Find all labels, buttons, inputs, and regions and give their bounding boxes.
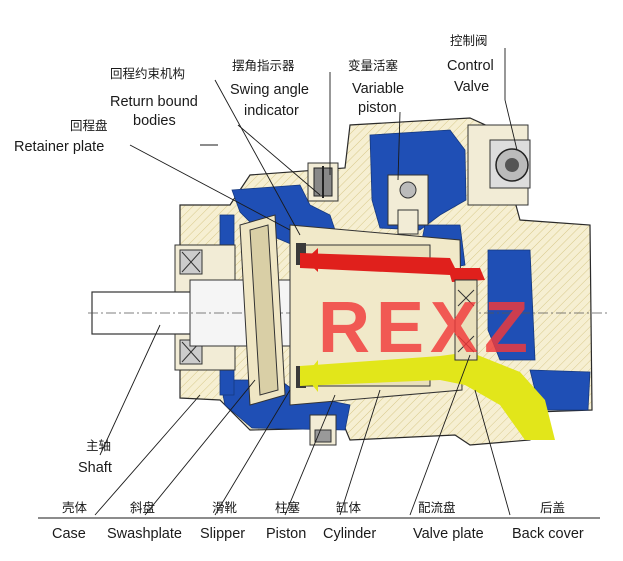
swing-angle-cn: 摆角指示器 <box>232 58 295 73</box>
valve-plate-part <box>454 279 478 361</box>
piston-en: Piston <box>266 526 306 542</box>
piston-cn: 柱塞 <box>275 500 301 515</box>
case-en: Case <box>52 526 86 542</box>
label-cylinder: 缸体 Cylinder <box>323 500 376 542</box>
suction-flow <box>300 352 555 440</box>
swing-angle-en2: indicator <box>244 103 299 119</box>
label-piston: 柱塞 Piston <box>266 500 306 542</box>
swashplate-en: Swashplate <box>107 526 182 542</box>
label-case: 壳体 Case <box>52 500 88 542</box>
back-cover-cn: 后盖 <box>540 500 565 515</box>
control-valve-cn: 控制阀 <box>450 33 488 48</box>
watermark-text: REXZ <box>318 288 534 368</box>
slipper-cn: 滑靴 <box>212 500 238 515</box>
valve-plate-cn: 配流盘 <box>418 500 456 515</box>
cylinder-en: Cylinder <box>323 526 376 542</box>
label-return-bound-bodies: 回程约束机构 Return bound bodies <box>110 66 198 129</box>
label-shaft: 主轴 Shaft <box>78 438 112 476</box>
return-bound-cn: 回程约束机构 <box>110 66 185 81</box>
variable-piston-cn: 变量活塞 <box>348 58 399 73</box>
leader-lines <box>94 48 518 516</box>
label-swashplate: 斜盘 Swashplate <box>107 500 182 542</box>
retainer-plate-en: Retainer plate <box>14 139 104 155</box>
label-valve-plate: 配流盘 Valve plate <box>413 500 484 542</box>
return-bound-en2: bodies <box>133 113 176 129</box>
swing-angle-indicator-part <box>307 162 339 202</box>
swashplate-part <box>239 214 286 406</box>
drain-plug <box>309 414 337 446</box>
valve-plate-en: Valve plate <box>413 526 484 542</box>
variable-piston-en2: piston <box>358 100 397 116</box>
label-retainer-plate: 回程盘 Retainer plate <box>14 118 108 155</box>
swing-angle-en1: Swing angle <box>230 82 309 98</box>
case-cn: 壳体 <box>62 500 88 515</box>
cylinder-cn: 缸体 <box>336 500 362 515</box>
label-swing-angle-indicator: 摆角指示器 Swing angle indicator <box>230 58 309 119</box>
label-slipper: 滑靴 Slipper <box>200 500 245 542</box>
return-bound-en1: Return bound <box>110 94 198 110</box>
back-cover-en: Back cover <box>512 526 584 542</box>
control-valve-en2: Valve <box>454 79 489 95</box>
swashplate-cn: 斜盘 <box>130 500 155 515</box>
label-variable-piston: 变量活塞 Variable piston <box>348 58 404 116</box>
watermark: REXZ <box>318 288 534 368</box>
variable-piston <box>387 174 429 235</box>
label-control-valve: 控制阀 Control Valve <box>447 33 494 95</box>
control-valve-body <box>467 124 531 206</box>
pressure-flow <box>300 248 485 282</box>
shaft-cn: 主轴 <box>86 438 111 453</box>
label-back-cover: 后盖 Back cover <box>512 500 584 542</box>
shaft-en: Shaft <box>78 460 112 476</box>
slipper-en: Slipper <box>200 526 245 542</box>
variable-piston-en1: Variable <box>352 81 404 97</box>
retainer-plate-cn: 回程盘 <box>70 118 108 133</box>
control-valve-en1: Control <box>447 58 494 74</box>
